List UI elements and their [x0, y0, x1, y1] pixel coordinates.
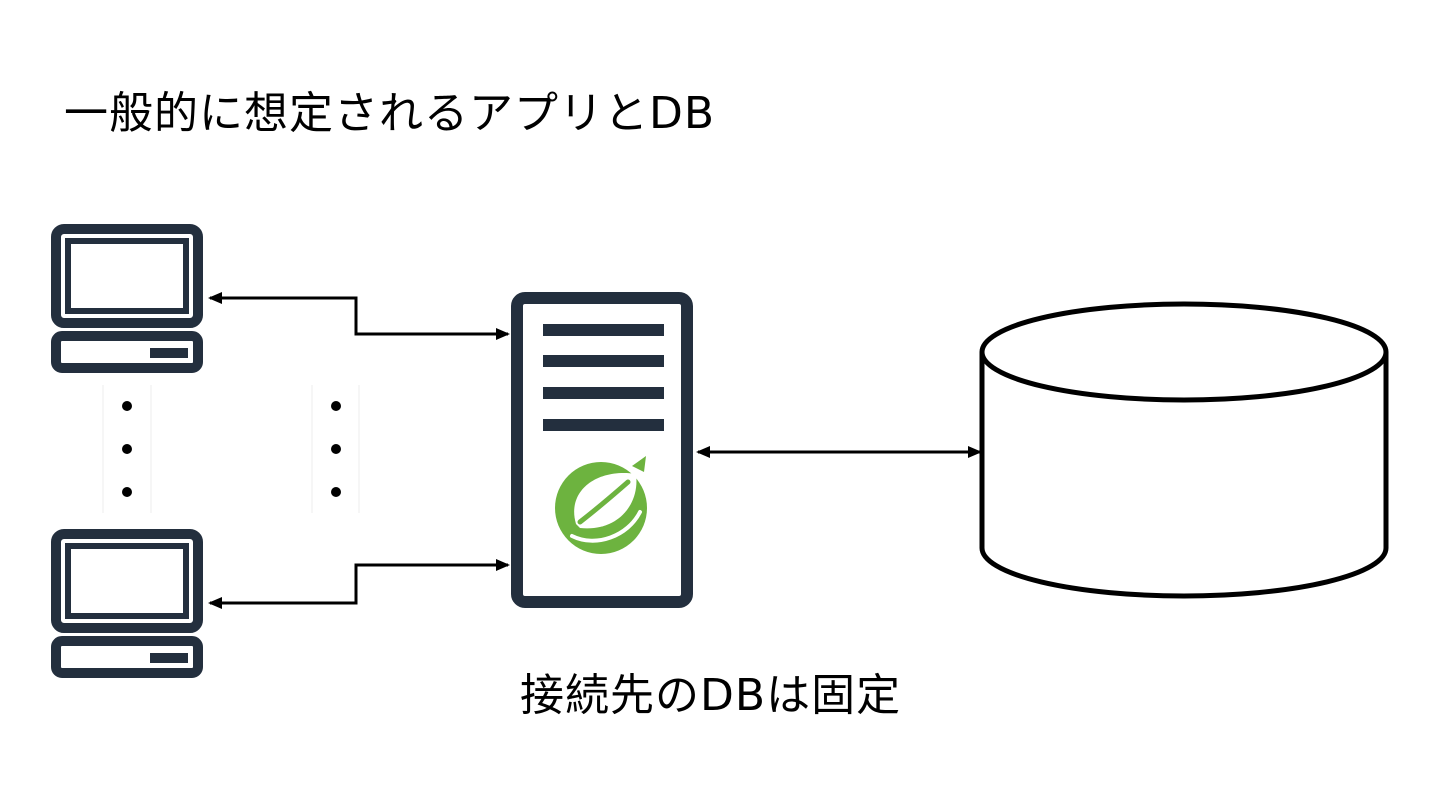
- client-server-connector-bottom: [208, 559, 510, 609]
- vertical-ellipsis-icon: [311, 385, 360, 513]
- desktop-computer-icon: [51, 224, 203, 373]
- vertical-ellipsis-icon: [102, 385, 152, 513]
- diagram-caption: 接続先のDBは固定: [520, 670, 902, 721]
- spring-leaf-logo: [555, 456, 647, 554]
- database-cylinder-icon: [979, 301, 1389, 599]
- diagram-title: 一般的に想定されるアプリとDB: [64, 88, 716, 139]
- server-icon: [511, 292, 693, 608]
- desktop-computer-icon: [51, 529, 203, 678]
- client-server-connector-top: [208, 292, 510, 340]
